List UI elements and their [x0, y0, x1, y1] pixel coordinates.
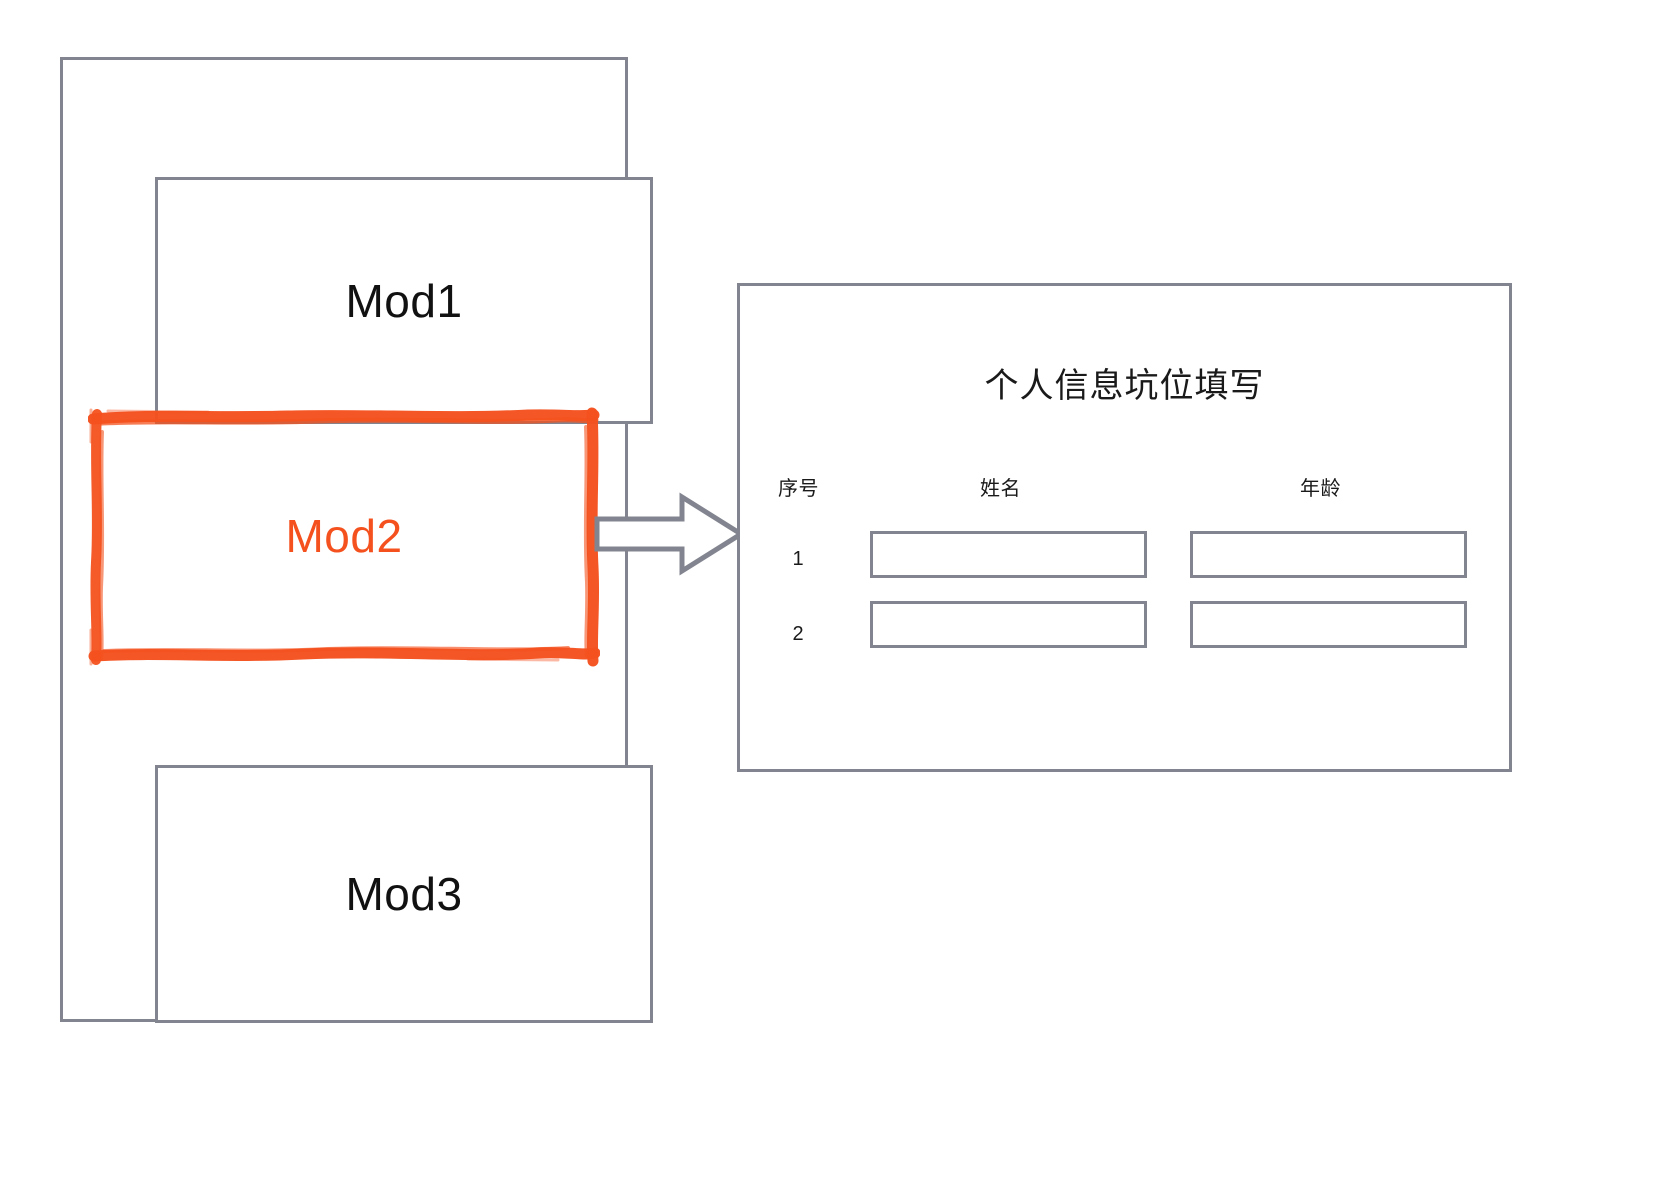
- table-row-index: 1: [792, 548, 804, 570]
- name-input-row-2[interactable]: [870, 601, 1147, 648]
- age-input-row-2[interactable]: [1190, 601, 1467, 648]
- module-label-mod2: Mod2: [285, 510, 403, 562]
- column-header-index: 序号: [778, 478, 819, 500]
- age-input-row-1[interactable]: [1190, 531, 1467, 578]
- module-card-mod2[interactable]: Mod2: [88, 402, 600, 670]
- panel-title: 个人信息坑位填写: [984, 367, 1265, 405]
- name-input-row-1[interactable]: [870, 531, 1147, 578]
- right-block-arrow-icon: [594, 492, 744, 576]
- module-label-mod3: Mod3: [345, 868, 463, 920]
- module-card-mod1[interactable]: Mod1: [155, 177, 653, 424]
- module-label-mod1: Mod1: [345, 274, 463, 327]
- column-header-name: 姓名: [980, 478, 1021, 500]
- module-card-mod3[interactable]: Mod3: [155, 765, 653, 1023]
- module-stack-container: Mod1 Mod3: [60, 57, 653, 1023]
- table-row-index: 2: [792, 623, 804, 645]
- column-header-age: 年龄: [1300, 478, 1341, 500]
- module-card-mod2-body: Mod2: [100, 416, 588, 656]
- detail-form-panel: 个人信息坑位填写 序号 姓名 年龄 1 2: [737, 283, 1512, 772]
